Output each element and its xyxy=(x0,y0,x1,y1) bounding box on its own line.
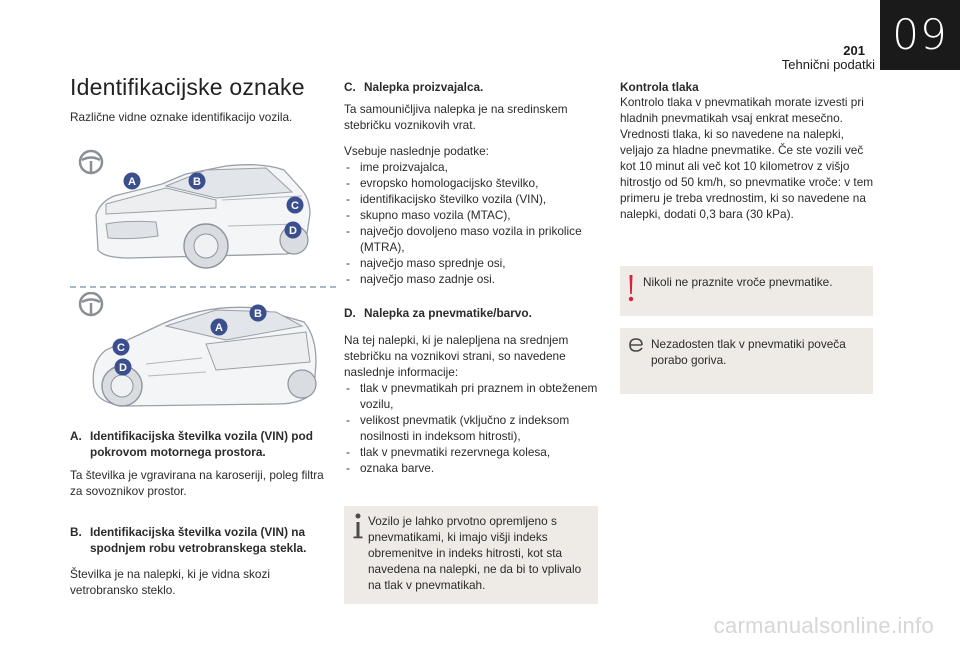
list-item: tlak v pnevmatiki rezervnega kolesa, xyxy=(344,444,598,460)
info-note-box xyxy=(344,506,598,604)
svg-text:B: B xyxy=(254,308,262,320)
eco-note-text: Nezadosten tlak v pnevmatiki poveča pora… xyxy=(651,337,846,367)
steering-wheel-icon xyxy=(78,292,104,317)
item-c-list-intro: Vsebuje naslednje podatke: xyxy=(344,144,489,158)
svg-text:C: C xyxy=(291,200,299,212)
info-icon xyxy=(353,513,363,539)
watermark: carmanualsonline.info xyxy=(713,613,934,638)
item-d-heading: D.Nalepka za pnevmatike/barvo. xyxy=(344,306,532,320)
car-front-figure: A B C D xyxy=(78,149,311,269)
svg-text:B: B xyxy=(193,176,201,188)
page-number: 201 xyxy=(843,43,865,58)
figure-divider xyxy=(70,286,336,288)
chapter-tab: 09 xyxy=(880,0,960,70)
list-item: identifikacijsko številko vozila (VIN), xyxy=(344,191,598,207)
page-title: Identifikacijske oznake xyxy=(70,74,305,100)
list-item: velikost pnevmatik (vključno z indeksom … xyxy=(344,412,598,444)
list-item: največjo dovoljeno maso vozila in prikol… xyxy=(344,223,598,255)
badge-b: B xyxy=(249,304,267,322)
svg-text:D: D xyxy=(119,362,127,374)
item-a-heading: A.Identifikacijska številka vozila (VIN)… xyxy=(70,429,313,459)
warning-icon xyxy=(628,275,634,302)
svg-text:A: A xyxy=(128,176,136,188)
item-c-heading: C.Nalepka proizvajalca. xyxy=(344,80,484,94)
item-a-text: Ta številka je vgravirana na karoseriji,… xyxy=(70,468,324,498)
list-item: največjo maso zadnje osi. xyxy=(344,271,598,287)
warning-note-box xyxy=(620,266,873,316)
warning-note-text: Nikoli ne praznite vroče pnevmatike. xyxy=(643,275,833,289)
intro-text: Različne vidne oznake identifikacijo voz… xyxy=(70,110,293,124)
badge-d: D xyxy=(114,358,132,376)
list-item: oznaka barve. xyxy=(344,460,598,476)
item-b-text: Številka je na nalepki, ki je vidna skoz… xyxy=(70,567,270,597)
pressure-heading: Kontrola tlaka xyxy=(620,80,699,94)
steering-wheel-icon xyxy=(78,149,104,175)
badge-b: B xyxy=(188,172,206,190)
list-item: največjo maso sprednje osi, xyxy=(344,255,598,271)
item-d-text: Na tej nalepki, ki je nalepljena na sred… xyxy=(344,333,569,379)
item-c-list: ime proizvajalca, evropsko homologacijsk… xyxy=(344,159,598,287)
list-item: ime proizvajalca, xyxy=(344,159,598,175)
item-b-heading: B.Identifikacijska številka vozila (VIN)… xyxy=(70,525,307,555)
badge-c: C xyxy=(112,338,130,356)
eco-note-box xyxy=(620,328,873,394)
list-item: skupno maso vozila (MTAC), xyxy=(344,207,598,223)
info-note-text: Vozilo je lahko prvotno opremljeno s pne… xyxy=(368,514,582,592)
car-rear-figure: A B C D xyxy=(78,292,317,407)
badge-a: A xyxy=(123,172,141,190)
svg-text:A: A xyxy=(215,322,223,334)
svg-text:D: D xyxy=(289,225,297,237)
item-c-text: Ta samouničljiva nalepka je na sredinske… xyxy=(344,102,568,132)
section-title: Tehnični podatki xyxy=(781,57,875,72)
svg-text:C: C xyxy=(117,342,125,354)
item-d-list: tlak v pnevmatikah pri praznem in obteže… xyxy=(344,380,598,476)
badge-d: D xyxy=(284,221,302,239)
badge-a: A xyxy=(210,318,228,336)
list-item: tlak v pnevmatikah pri praznem in obteže… xyxy=(344,380,598,412)
pressure-text: Kontrolo tlaka v pnevmatikah morate izve… xyxy=(620,95,874,221)
badge-c: C xyxy=(286,196,304,214)
eco-icon xyxy=(629,338,643,352)
list-item: evropsko homologacijsko številko, xyxy=(344,175,598,191)
